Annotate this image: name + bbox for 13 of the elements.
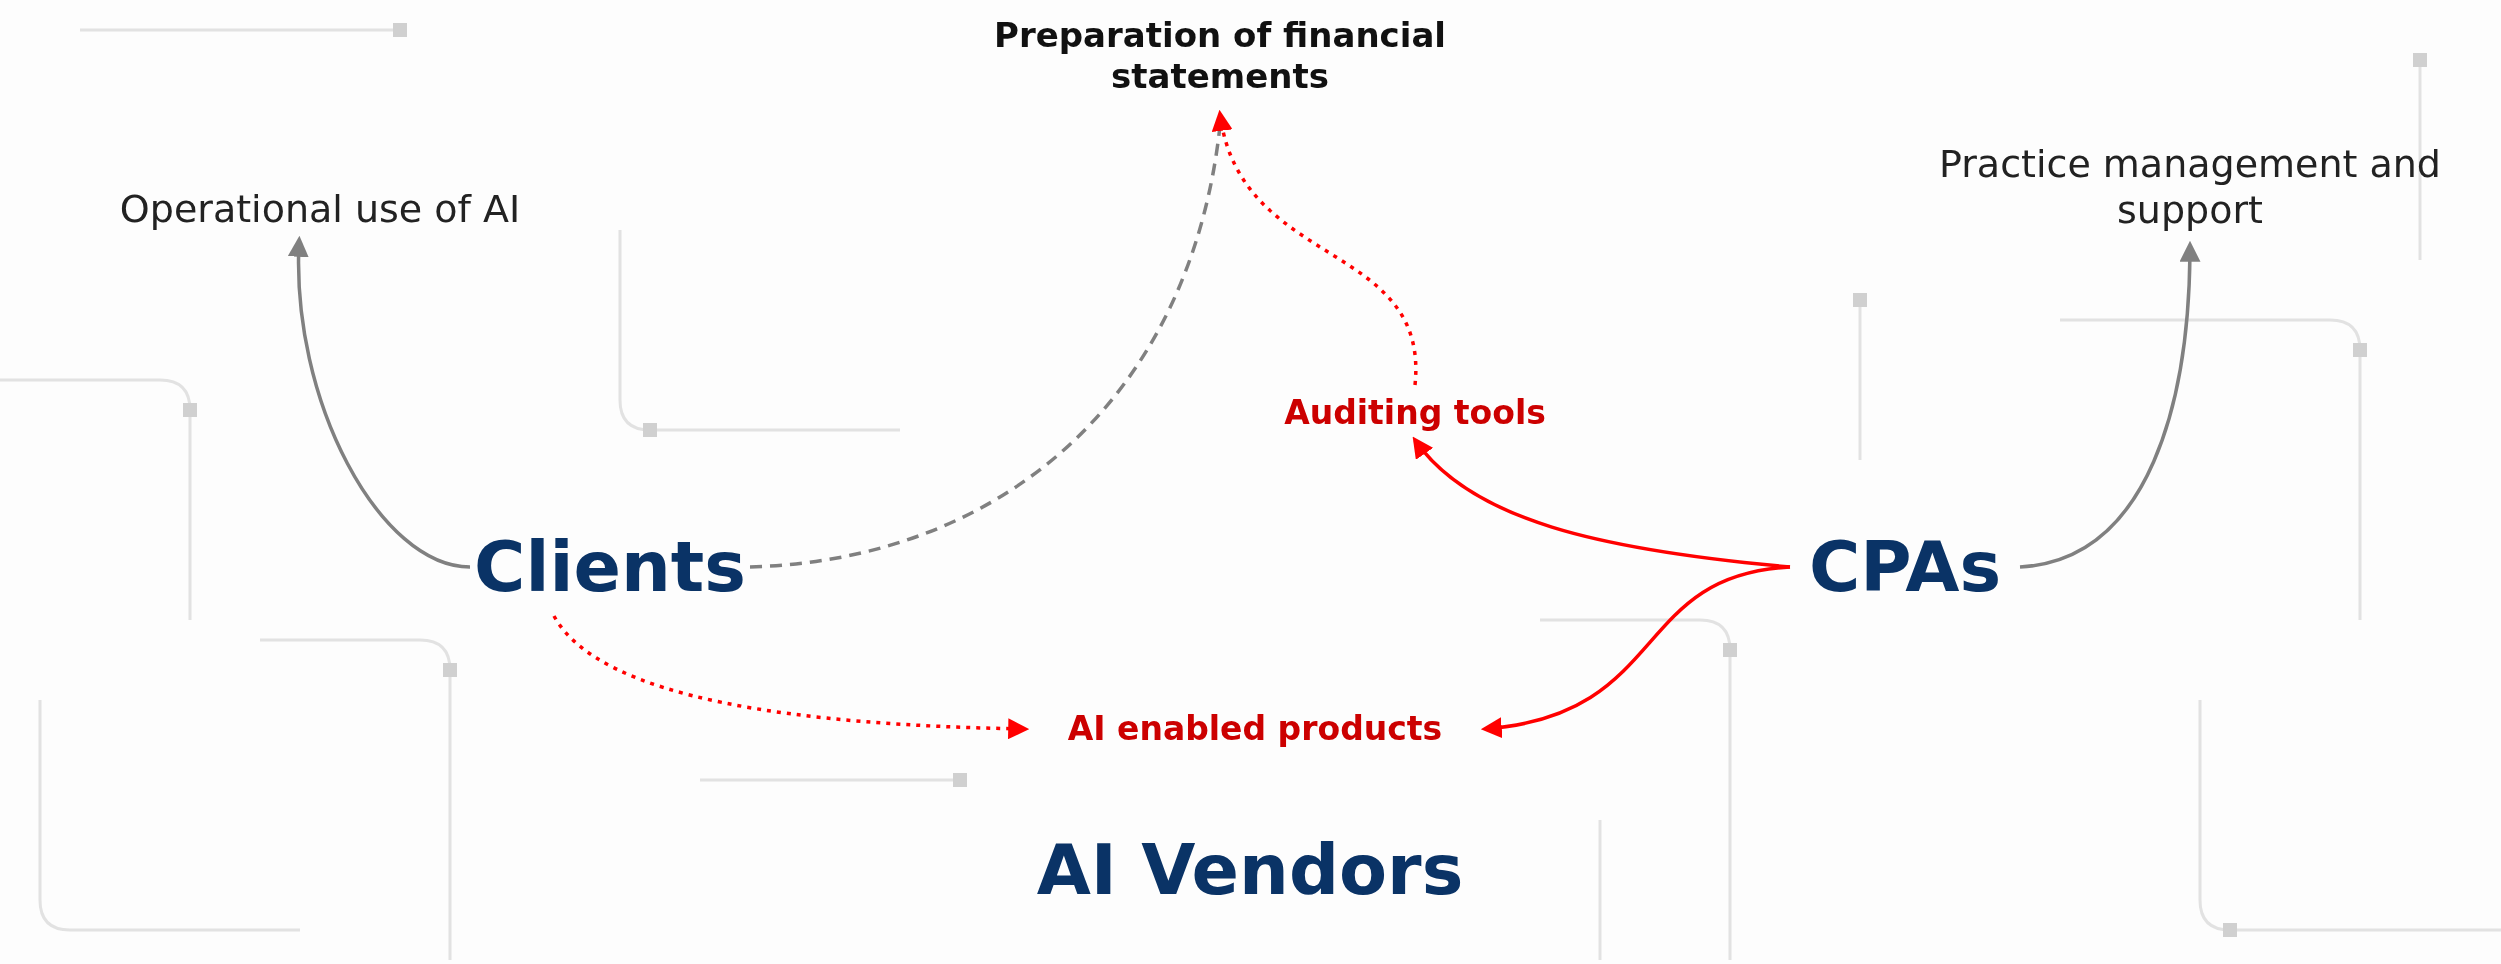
node-label: Practice management and support <box>1938 141 2442 234</box>
node-label: Operational use of AI <box>119 187 521 233</box>
node-label: AI enabled products <box>1067 709 1443 749</box>
heading-label: Clients <box>474 525 746 609</box>
arrow <box>1480 565 1791 737</box>
arrow <box>552 614 1030 740</box>
node-label: Auditing tools <box>1284 392 1546 433</box>
arrow <box>288 235 471 569</box>
arrow <box>2019 240 2201 569</box>
node-label: Preparation of financial statements <box>993 15 1447 97</box>
arrow <box>1213 109 1417 385</box>
heading-label: CPAs <box>1808 525 2002 609</box>
heading-label: AI Vendors <box>1036 828 1464 912</box>
